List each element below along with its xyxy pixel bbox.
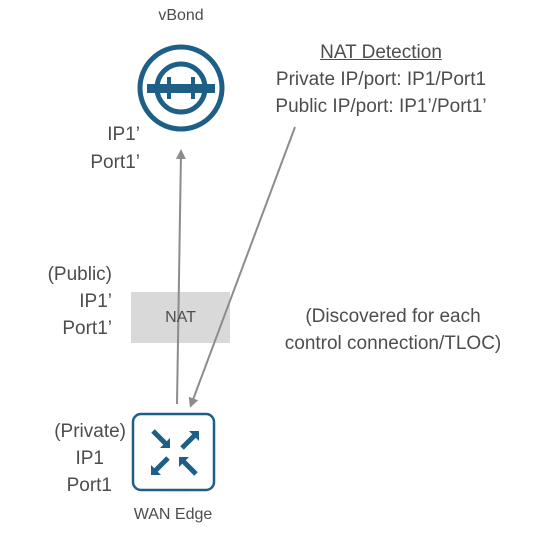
nat-note-line2: control connection/TLOC): [284, 333, 502, 354]
nat-public-label: (Public): [47, 264, 112, 285]
edge-private-port: Port1: [66, 475, 112, 496]
nat-note-line1: (Discovered for each: [305, 306, 481, 327]
edge-private-label: (Private): [54, 421, 126, 442]
wan-edge-arrows-icon: [131, 412, 221, 498]
nat-public-ip: IP1’: [79, 291, 112, 312]
wan-edge-label: WAN Edge: [133, 506, 213, 523]
edge-private-ip: IP1: [75, 448, 104, 469]
nat-public-port: Port1’: [62, 318, 112, 339]
nat-detection-title: NAT Detection: [320, 42, 442, 63]
vbond-port: Port1’: [90, 152, 140, 173]
vbond-ip: IP1’: [107, 124, 140, 145]
nat-detection-public: Public IP/port: IP1’/Port1’: [275, 96, 487, 117]
nat-detection-to-edge-arrow: [188, 126, 296, 408]
nat-detection-private: Private IP/port: IP1/Port1: [275, 69, 487, 90]
nat-box: [131, 292, 230, 343]
vbond-circle-icon: [137, 44, 225, 132]
edge-to-vbond-arrow: [175, 149, 186, 405]
nat-box-label: NAT: [165, 309, 196, 326]
vbond-label: vBond: [158, 7, 204, 24]
